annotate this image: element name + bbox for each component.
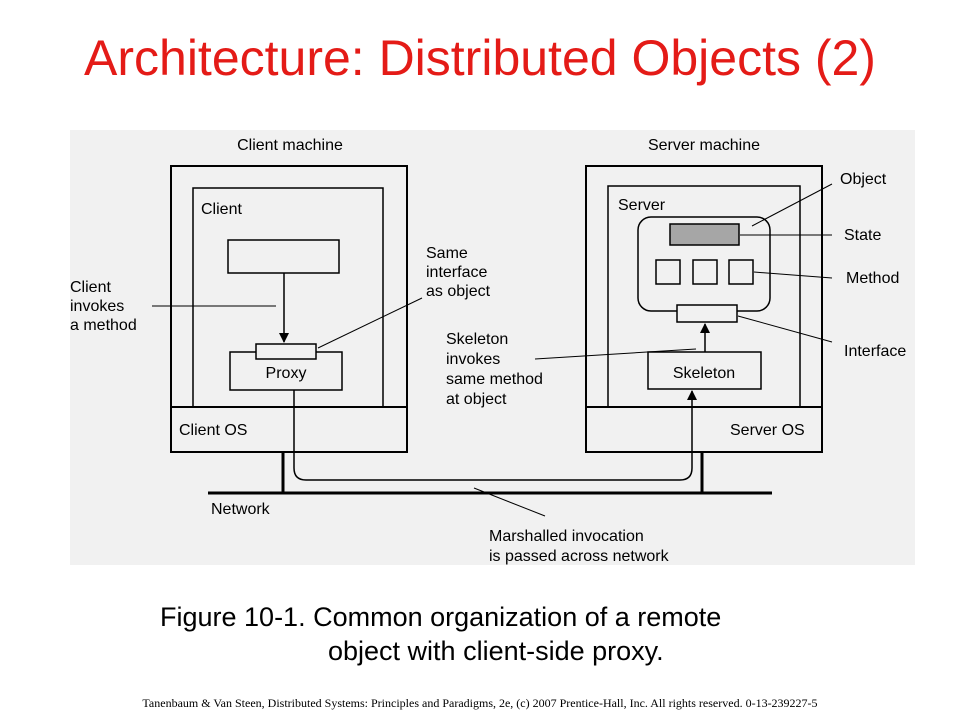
marshalled-line: is passed across network [489, 548, 670, 565]
client-label: Client [201, 201, 242, 218]
network-label: Network [211, 501, 271, 518]
method-box-2 [692, 259, 718, 285]
architecture-diagram: Client machine Client Proxy Client OS Se… [70, 130, 915, 565]
skeleton-invokes-line: invokes [446, 351, 500, 368]
client-invokes-line: a method [70, 317, 137, 334]
client-code-box [227, 239, 340, 274]
marshalled-leader [473, 487, 546, 517]
marshalled-line: Marshalled invocation [489, 528, 644, 545]
figure-caption: Figure 10-1. Common organization of a re… [160, 600, 880, 668]
server-machine: Server machine [585, 137, 823, 453]
state-box [669, 223, 740, 246]
server-os-label: Server OS [730, 422, 805, 439]
skeleton-label: Skeleton [673, 365, 735, 382]
skeleton-invokes-leader [534, 348, 697, 360]
same-interface-line: interface [426, 264, 487, 281]
method-box-1 [655, 259, 681, 285]
object [637, 216, 771, 323]
client-machine: Client machine [170, 137, 408, 453]
state-label: State [844, 227, 881, 244]
server-process: Server [607, 185, 801, 408]
method-box-3 [728, 259, 754, 285]
network: Network [208, 452, 772, 518]
same-interface-line: as object [426, 283, 491, 300]
client-process: Client [192, 187, 384, 408]
client-invokes-annotation: Client invokes a method [70, 279, 137, 334]
interface-label: Interface [844, 343, 906, 360]
skeleton-invokes-line: at object [446, 391, 507, 408]
client-invokes-line: invokes [70, 298, 124, 315]
object-interface-box [676, 304, 738, 323]
skeleton-invokes-line: same method [446, 371, 543, 388]
proxy-interface-box [255, 343, 317, 360]
caption-line-1: Figure 10-1. Common organization of a re… [160, 602, 722, 632]
server-label: Server [618, 197, 666, 214]
proxy-label: Proxy [266, 365, 307, 382]
method-leader [753, 271, 833, 279]
skeleton-invokes-line: Skeleton [446, 331, 508, 348]
client-machine-label: Client machine [237, 137, 343, 154]
same-interface-leader [317, 297, 423, 349]
same-interface-annotation: Same interface as object [426, 245, 491, 300]
client-os-label: Client OS [179, 422, 247, 439]
slide-title: Architecture: Distributed Objects (2) [84, 30, 876, 86]
object-label: Object [840, 171, 887, 188]
proxy: Proxy [229, 343, 343, 391]
marshalled-invocation-path [293, 390, 697, 481]
skeleton: Skeleton [647, 351, 762, 390]
marshalled-annotation: Marshalled invocation is passed across n… [489, 528, 670, 565]
skeleton-invokes-annotation: Skeleton invokes same method at object [446, 331, 543, 408]
server-machine-label: Server machine [648, 137, 760, 154]
interface-leader [737, 315, 833, 343]
caption-line-2: object with client-side proxy. [328, 636, 664, 666]
method-label: Method [846, 270, 899, 287]
same-interface-line: Same [426, 245, 468, 262]
client-invokes-line: Client [70, 279, 111, 296]
copyright-footer: Tanenbaum & Van Steen, Distributed Syste… [142, 696, 818, 710]
object-leader [751, 183, 833, 227]
